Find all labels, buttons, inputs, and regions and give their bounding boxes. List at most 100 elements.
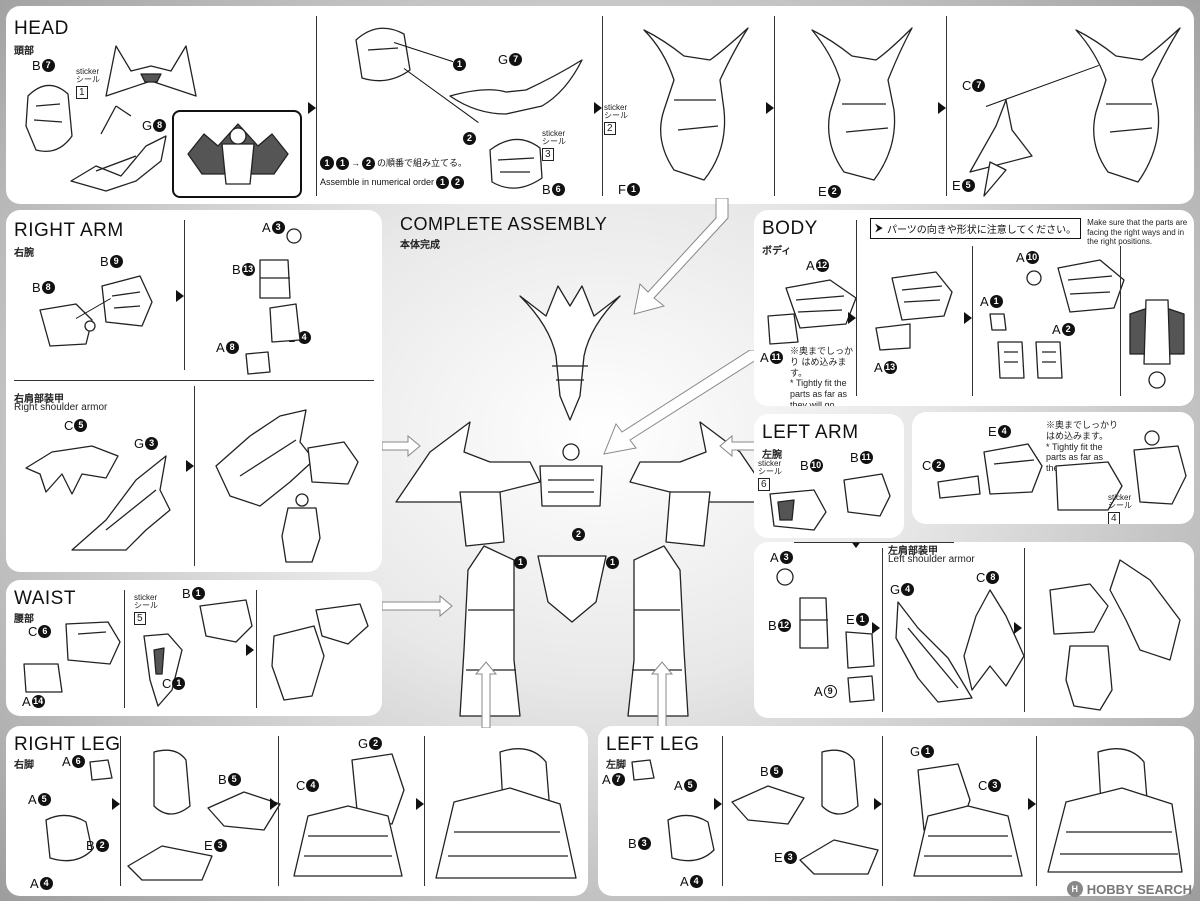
waist-assembly — [271, 603, 369, 701]
right-arm-forearm-part — [269, 303, 301, 343]
right-leg-a6-part — [89, 759, 113, 781]
divider — [1120, 246, 1121, 396]
arrow-body-to-complete — [603, 350, 757, 455]
step-arrow — [186, 460, 194, 472]
right-leg-c4-part — [293, 805, 403, 877]
right-arm-title: RIGHT ARM — [14, 220, 124, 241]
divider-horizontal — [794, 542, 954, 543]
body2-c2-part — [937, 475, 981, 499]
step-arrow — [1014, 622, 1022, 634]
left-arm-a3-part — [776, 568, 794, 586]
body-fit-note: ※奥までしっかり はめ込みます。* Tightly fit the parts … — [790, 346, 854, 406]
divider — [972, 246, 973, 396]
step-arrow — [714, 798, 722, 810]
right-shoulder-joint — [307, 441, 359, 485]
head-step5-chin — [983, 161, 1007, 197]
step-arrow — [246, 644, 254, 656]
step-arrow — [416, 798, 424, 810]
arrow-rightleg-to-complete — [474, 661, 498, 728]
complete-right-arm — [395, 421, 541, 547]
right-arm-joint-part — [101, 275, 153, 327]
right-shoulder-c5-part — [25, 445, 119, 495]
divider — [856, 220, 857, 396]
hobby-search-watermark: H HOBBY SEARCH — [1066, 881, 1192, 897]
left-leg-e3-part — [799, 839, 879, 875]
left-arm-b11-part — [843, 473, 891, 517]
complete-step-1-right: 1 — [606, 556, 619, 569]
right-arm-elbow-part — [259, 259, 291, 299]
left-arm-b12-part — [799, 597, 829, 649]
step-arrow — [766, 102, 774, 114]
left-arm-e1-part — [845, 631, 875, 669]
left-shoulder-en: Left shoulder armor — [888, 554, 975, 565]
head-helmet-part — [25, 84, 73, 153]
waist-a14-part — [23, 663, 63, 693]
divider — [120, 736, 121, 886]
body2-result-part — [1133, 430, 1187, 505]
waist-b1-part — [199, 599, 253, 643]
step-arrow — [848, 312, 856, 324]
divider — [602, 16, 603, 196]
right-leg-b5-part — [207, 791, 281, 831]
left-arm-a9-part — [847, 675, 875, 703]
left-shoulder-jp: 左肩部装甲 — [888, 546, 938, 557]
left-leg-title: LEFT LEG — [606, 734, 700, 755]
step-arrow — [112, 798, 120, 810]
right-leg-step2-thigh — [153, 749, 191, 815]
complete-assembly-jp: 本体完成 — [400, 240, 440, 251]
hobby-search-logo-icon: H — [1066, 881, 1083, 897]
left-leg-b5-part — [731, 785, 805, 825]
order-note: 1 1→2 の順番で組み立てる。 Assemble in numerical o… — [320, 156, 468, 189]
right-leg-jp-title: 右脚 — [14, 760, 34, 771]
left-arm-lower-pointer — [850, 542, 862, 548]
step-num-2: 2 — [463, 132, 476, 145]
right-shoulder-en: Right shoulder armor — [14, 402, 108, 413]
divider — [882, 736, 883, 886]
step-arrow — [964, 312, 972, 324]
body-a12-part — [785, 279, 857, 329]
head-jp-title: 頭部 — [14, 46, 34, 57]
left-shoulder-assembly — [1049, 559, 1181, 711]
head-callout-part — [105, 45, 197, 97]
waist-title: WAIST — [14, 588, 76, 609]
complete-waist — [537, 555, 607, 623]
arrow-leftarm-to-complete — [719, 434, 758, 458]
divider — [194, 386, 195, 566]
arrow-leftleg-to-complete — [650, 661, 674, 728]
divider — [256, 590, 257, 708]
head-crest-part — [70, 135, 167, 192]
arrow-waist-to-complete — [382, 594, 453, 618]
left-leg-a7-part — [631, 759, 655, 781]
step-arrow — [270, 798, 278, 810]
head-step4-assembly — [811, 27, 913, 181]
complete-head — [519, 285, 621, 421]
